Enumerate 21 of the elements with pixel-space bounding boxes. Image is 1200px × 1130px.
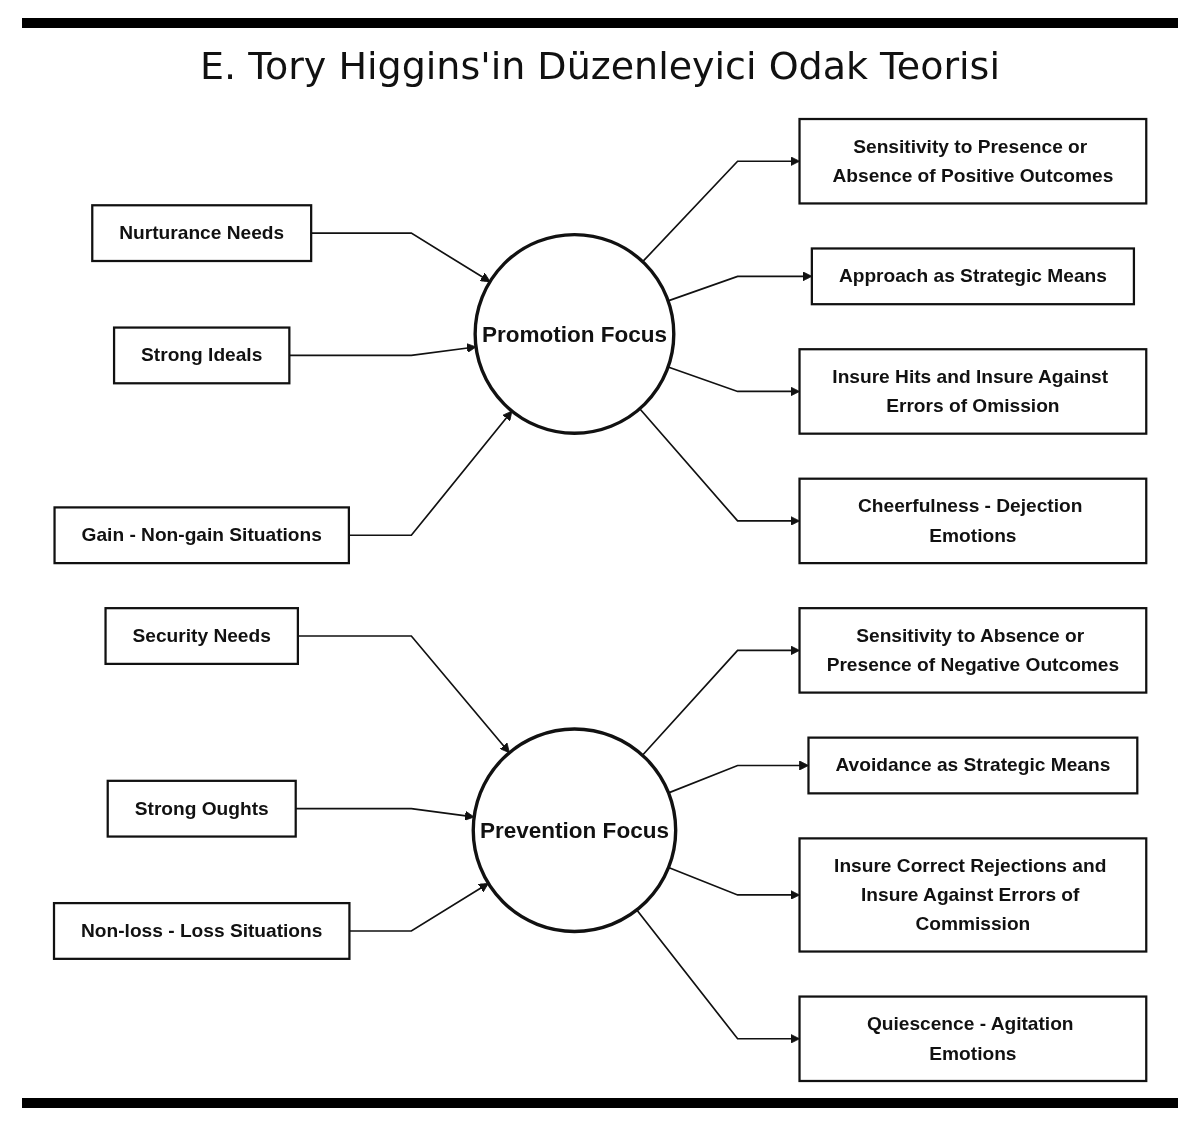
node-box: Quiescence - Agitation Emotions [798, 995, 1148, 1083]
node-box: Sensitivity to Presence or Absence of Positive Outcomes [798, 117, 1148, 205]
node-box: Strong Ideals [112, 326, 291, 385]
node-box: Avoidance as Strategic Means [807, 736, 1139, 795]
arrow [638, 407, 800, 526]
node-box: Gain - Non-gain Situations [53, 506, 350, 565]
node-box: Cheerfulness - Dejection Emotions [798, 477, 1148, 565]
arrow [635, 909, 800, 1044]
node-box: Non-loss - Loss Situations [52, 902, 351, 960]
node-box: Approach as Strategic Means [810, 247, 1135, 306]
node-box: Strong Oughts [106, 779, 297, 838]
node-circle: Promotion Focus [473, 232, 676, 435]
diagram-title: E. Tory Higgins'in Düzenleyici Odak Teorisi [200, 44, 1000, 88]
arrow [641, 156, 800, 263]
node-box: Sensitivity to Absence or Presence of Negative Outcomes [798, 607, 1148, 694]
node-box: Insure Hits and Insure Against Errors of Omission [798, 348, 1148, 435]
arrow [641, 645, 800, 757]
node-box: Nurturance Needs [91, 204, 313, 263]
node-circle: Prevention Focus [471, 727, 678, 934]
node-box: Insure Correct Rejections and Insure Against Errors of Commission [798, 837, 1148, 953]
node-box: Security Needs [104, 607, 299, 665]
